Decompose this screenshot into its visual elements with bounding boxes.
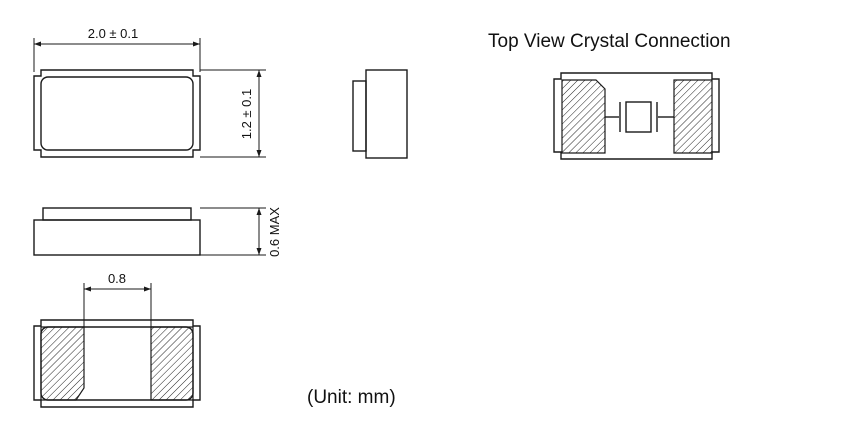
connection-title: Top View Crystal Connection: [488, 31, 731, 52]
connection-view: [553, 72, 720, 160]
length-dimension: 2.0 ± 0.1: [33, 26, 201, 72]
connection-outline: [553, 72, 720, 160]
bottom-view-outline: [33, 319, 201, 408]
height-dimension-label: 0.6 MAX: [267, 207, 282, 257]
pad-right: [150, 326, 194, 401]
end-view: [352, 69, 408, 159]
connection-pad-left: [561, 79, 606, 154]
side-view: [33, 207, 201, 256]
width-dimension-label: 1.2 ± 0.1: [239, 89, 254, 140]
width-dimension: 1.2 ± 0.1: [200, 69, 266, 158]
crystal-symbol-icon: [605, 101, 674, 133]
pad-left: [40, 326, 85, 401]
pad-gap-dimension: 0.8: [83, 271, 152, 327]
top-view-lid: [40, 76, 194, 151]
height-dimension: 0.6 MAX: [200, 207, 282, 257]
top-view-outline: [33, 69, 201, 158]
top-view: [33, 69, 201, 158]
length-dimension-label: 2.0 ± 0.1: [88, 26, 139, 41]
connection-pad-right: [673, 79, 713, 154]
unit-note: (Unit: mm): [307, 387, 396, 408]
bottom-view: [33, 319, 201, 408]
pad-gap-dimension-label: 0.8: [108, 271, 126, 286]
